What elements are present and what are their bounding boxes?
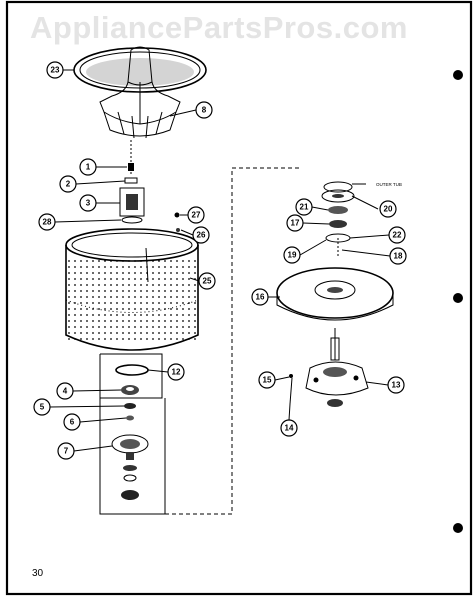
svg-text:22: 22 [393,231,402,240]
bolt-part [128,163,134,171]
callout-6: 6 [63,413,81,431]
callout-19: 19 [283,246,301,264]
callout-1: 1 [79,158,97,176]
callout-17: 17 [286,214,304,232]
assembly-connector-line [165,167,300,515]
callout-5: 5 [33,398,51,416]
transmission-part [305,328,369,407]
callout-14: 14 [280,419,298,437]
callout-26: 26 [192,226,210,244]
callout-4: 4 [56,382,74,400]
svg-text:18: 18 [394,252,403,261]
spin-basket-part [65,228,199,351]
svg-text:2: 2 [66,180,71,189]
outer-tub-hardware [321,181,366,258]
gasket-part [115,364,149,376]
hub-assembly-part [111,434,149,500]
svg-text:26: 26 [197,231,206,240]
binder-hole [453,293,463,303]
svg-text:20: 20 [384,205,393,214]
svg-text:19: 19 [288,251,297,260]
drive-block-part [119,187,145,224]
group-box [99,353,163,399]
spacer-part [124,403,136,409]
page-number: 30 [32,568,44,579]
svg-text:23: 23 [51,66,60,75]
callout-16: 16 [251,288,269,306]
callout-28: 28 [38,213,56,231]
svg-text:5: 5 [40,403,45,412]
svg-text:3: 3 [86,199,91,208]
svg-text:27: 27 [192,211,201,220]
screw-part [289,377,293,405]
callout-15: 15 [258,371,276,389]
group-box [99,398,166,515]
svg-text:21: 21 [300,203,309,212]
callout-13: 13 [387,376,405,394]
svg-text:1: 1 [86,163,91,172]
seal-part [126,415,134,421]
fastener-part [176,228,180,232]
agitator-part [99,46,181,139]
svg-text:4: 4 [63,387,68,396]
nut-part [121,385,139,395]
svg-text:8: 8 [202,106,207,115]
callout-2: 2 [59,175,77,193]
leader-lines [49,69,391,452]
outer-tub-note: OUTER TUB [376,182,402,187]
watermark-text: AppliancePartsPros.com [30,10,408,45]
callout-8: 8 [195,101,213,119]
svg-text:6: 6 [70,418,75,427]
tub-base-part [276,267,394,321]
svg-text:12: 12 [172,368,181,377]
callout-20: 20 [379,200,397,218]
svg-text:15: 15 [263,376,272,385]
fastener-part [174,212,180,218]
svg-text:14: 14 [285,424,294,433]
svg-text:17: 17 [291,219,300,228]
callout-7: 7 [57,442,75,460]
callout-25: 25 [198,272,216,290]
callout-23: 23 [46,61,64,79]
callout-21: 21 [295,198,313,216]
callout-22: 22 [388,226,406,244]
svg-text:28: 28 [43,218,52,227]
svg-text:13: 13 [392,381,401,390]
binder-hole [453,523,463,533]
binder-hole [453,70,463,80]
callout-27: 27 [187,206,205,224]
page-border [5,0,473,596]
callout-3: 3 [79,194,97,212]
callout-18: 18 [389,247,407,265]
callout-12: 12 [167,363,185,381]
svg-text:7: 7 [64,447,69,456]
svg-text:16: 16 [256,293,265,302]
svg-text:25: 25 [203,277,212,286]
washer-part [124,177,138,184]
